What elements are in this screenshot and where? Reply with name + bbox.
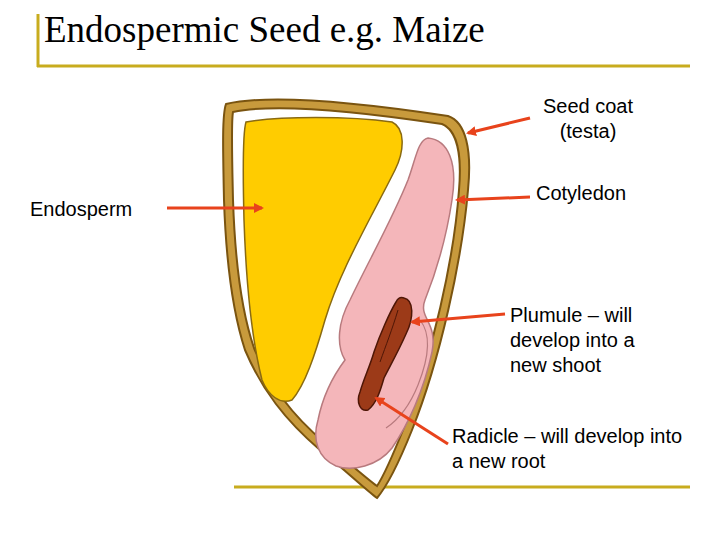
leader-arrow [376, 398, 448, 444]
cotyledon-region [316, 138, 454, 468]
frame-line [37, 14, 40, 67]
leader-arrow [412, 314, 505, 322]
leader-arrow [167, 207, 262, 210]
frame-line [37, 65, 690, 68]
embryo-line [380, 310, 398, 362]
part-label: Seed coat (testa) [532, 94, 644, 144]
leader-arrow [457, 197, 530, 200]
seed-coat-inner [232, 108, 460, 486]
part-label: Radicle – will develop into a new root [452, 424, 688, 474]
embryo-axis [358, 298, 411, 411]
part-label: Endosperm [30, 197, 160, 222]
leader-arrow [468, 118, 530, 133]
part-label: Plumule – will develop into a new shoot [510, 303, 662, 378]
seed-coat [223, 100, 469, 498]
slide-title: Endospermic Seed e.g. Maize [44, 8, 485, 52]
frame-line [234, 486, 690, 489]
part-label: Cotyledon [536, 181, 676, 206]
